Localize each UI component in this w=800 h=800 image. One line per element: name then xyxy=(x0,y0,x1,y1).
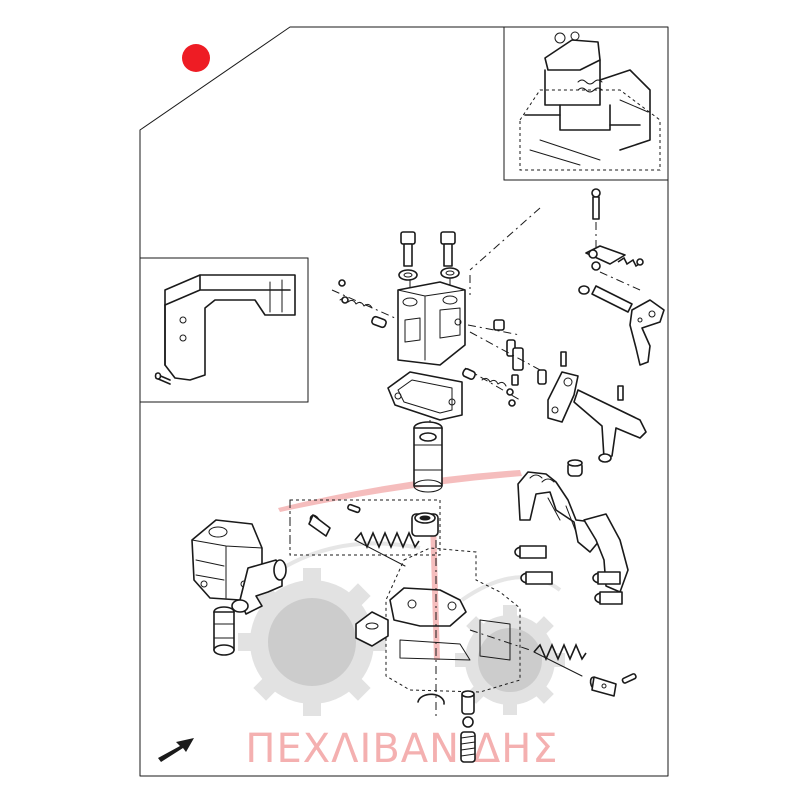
fork-pins xyxy=(514,545,623,605)
watermark-text: ΠΕΧΛΙΒΑΝΙΔΗΣ xyxy=(245,726,558,772)
overview-assembly-illustration xyxy=(519,31,661,171)
detent-spring-left xyxy=(338,279,387,329)
valve-block-illustration xyxy=(191,519,287,656)
bottom-small-parts xyxy=(417,690,476,763)
fork-arm-illustration xyxy=(514,471,629,605)
bolt-left xyxy=(398,231,418,281)
inset-overview-box xyxy=(503,26,669,181)
bolt-right xyxy=(440,231,460,279)
link-arm xyxy=(585,245,644,271)
front-direction-arrow-icon xyxy=(158,738,194,762)
lower-spring-pin-group xyxy=(469,629,637,697)
spring-retainer xyxy=(411,512,439,537)
main-housing-illustration xyxy=(385,540,521,720)
dowel-pins-middle xyxy=(493,319,524,386)
circlip xyxy=(417,693,445,705)
spring-pin-group xyxy=(289,499,441,567)
bushing xyxy=(567,459,583,477)
small-spring xyxy=(460,731,476,763)
valve-assembly-illustration xyxy=(331,231,524,493)
lower-roll-pin xyxy=(621,673,637,684)
compression-spring xyxy=(354,530,420,567)
roll-pin-small xyxy=(347,503,361,514)
watermark-gear-left xyxy=(238,568,386,716)
small-ball xyxy=(462,716,474,728)
watermark-logo: ΠΕΧΛΙΒΑΝΙΔΗΣ xyxy=(238,470,565,772)
small-plunger xyxy=(461,690,475,715)
hand-lever xyxy=(629,299,665,366)
rocker-arm xyxy=(537,351,624,423)
control-rod xyxy=(578,285,633,313)
lower-pin xyxy=(589,676,617,697)
piston xyxy=(413,421,443,493)
gasket-plate xyxy=(387,371,463,421)
bracket-detail-illustration xyxy=(154,274,296,385)
slide-block xyxy=(355,611,389,647)
lever-linkage-illustration xyxy=(469,188,665,477)
frame-outlines xyxy=(139,26,669,777)
inset-detail-box xyxy=(139,257,309,403)
pin-short xyxy=(308,514,331,537)
red-dot-icon xyxy=(182,44,210,72)
l-shaft xyxy=(573,389,647,463)
lower-compression-spring xyxy=(533,642,587,677)
valve-body xyxy=(397,281,466,366)
detent-spring-right xyxy=(462,368,516,407)
